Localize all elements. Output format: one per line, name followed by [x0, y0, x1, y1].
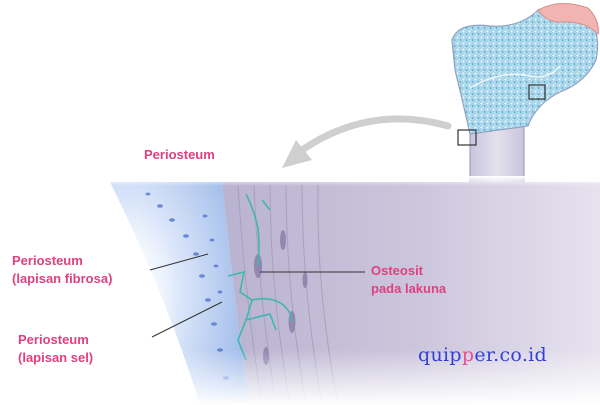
watermark-part3: er.co.id — [474, 344, 548, 366]
label-pada-lakuna: pada lakuna — [371, 281, 447, 296]
label-lapisan-fibrosa: (lapisan fibrosa) — [12, 271, 113, 286]
label-periosteum-top: Periosteum — [144, 147, 215, 162]
leader-sel — [151, 301, 223, 338]
leader-lines — [149, 253, 365, 338]
watermark-quipper: quipper.co.id — [418, 344, 547, 366]
zoom-arrow — [282, 115, 452, 168]
watermark-part2: p — [461, 344, 475, 366]
leader-fibrosa — [149, 253, 209, 271]
watermark-part1: quip — [418, 344, 462, 366]
label-osteosit: Osteosit — [371, 263, 424, 278]
label-periosteum-fibrosa: Periosteum — [12, 253, 83, 268]
bone-cross-section — [100, 176, 600, 405]
label-lapisan-sel: (lapisan sel) — [18, 350, 94, 365]
articular-cartilage — [537, 3, 599, 36]
epiphyseal-line — [469, 65, 561, 89]
label-periosteum-sel: Periosteum — [18, 332, 89, 347]
zoom-box-shaft — [457, 129, 477, 146]
femur-head-spongy — [451, 5, 599, 135]
zoom-box-head — [528, 84, 546, 100]
